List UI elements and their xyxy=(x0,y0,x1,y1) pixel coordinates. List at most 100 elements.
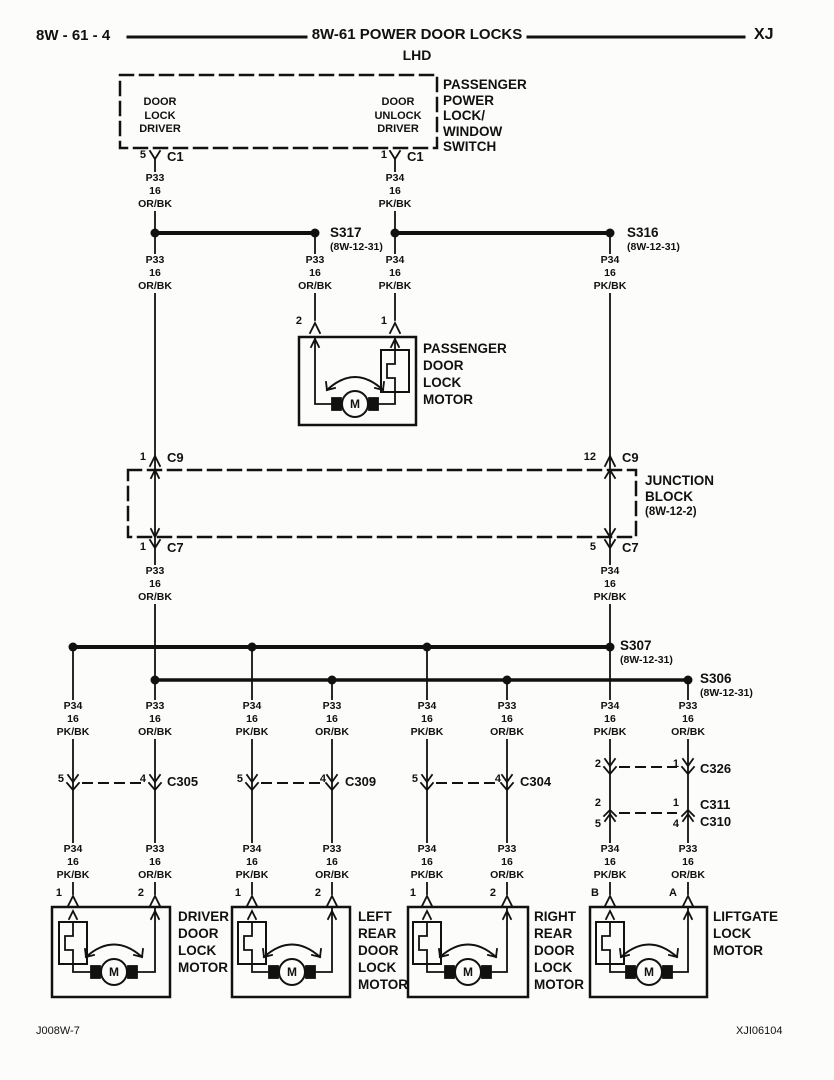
c304-pin-4: 4 xyxy=(494,773,501,785)
motor-m-labels: M M M M M xyxy=(109,397,654,979)
wire-label: P33 16 OR/BK xyxy=(135,172,175,211)
splice-s307: S307 (8W-12-31) xyxy=(620,638,673,666)
wire-label: P33 16 OR/BK xyxy=(668,700,708,739)
left-rear-motor-label: LEFT REAR DOOR LOCK MOTOR xyxy=(358,909,408,992)
c309-label: C309 xyxy=(345,774,377,789)
splice-ref: (8W-12-31) xyxy=(620,654,673,666)
c311-pin-2: 2 xyxy=(594,797,601,809)
c7-connector-label: C7 xyxy=(622,540,639,555)
c304-label: C304 xyxy=(520,774,552,789)
switch-name: PASSENGER POWER LOCK/ WINDOW SWITCH xyxy=(443,77,527,155)
c305-pin-5: 5 xyxy=(57,773,64,785)
wire-label: P33 16 OR/BK xyxy=(135,565,175,604)
wire-label: P34 16 PK/BK xyxy=(53,700,93,739)
c311-pin-1: 1 xyxy=(672,797,679,809)
driver-motor-pin-1: 1 xyxy=(55,887,62,899)
motor-m-label: M xyxy=(644,965,654,979)
c7-pin-5: 5 xyxy=(589,541,596,553)
c1-connector-label: C1 xyxy=(167,149,184,164)
c326-label: C326 xyxy=(700,761,732,776)
splice-name: S316 xyxy=(627,225,659,240)
right-rear-motor-label: RIGHT REAR DOOR LOCK MOTOR xyxy=(534,909,584,992)
liftgate-motor-pin-b: B xyxy=(591,887,599,899)
driver-motor-pin-2: 2 xyxy=(137,887,144,899)
wire-label: P33 16 OR/BK xyxy=(135,843,175,882)
right-rear-motor-pin-2: 2 xyxy=(489,887,496,899)
splice-s317: S317 (8W-12-31) xyxy=(330,225,383,253)
c9-pin-1: 1 xyxy=(139,451,146,463)
c9-pin-12: 12 xyxy=(583,451,596,463)
wire-label: P34 16 PK/BK xyxy=(407,843,447,882)
wire-label: P34 16 PK/BK xyxy=(232,700,272,739)
right-rear-motor-pin-1: 1 xyxy=(409,887,416,899)
c326-pin-1: 1 xyxy=(672,758,679,770)
passenger-motor-box xyxy=(297,335,418,427)
wire-label: P34 16 PK/BK xyxy=(53,843,93,882)
wire-label: P34 16 PK/BK xyxy=(375,254,415,293)
liftgate-motor-box xyxy=(588,905,709,999)
c1-pin-1: 1 xyxy=(380,149,387,161)
splice-s306: S306 (8W-12-31) xyxy=(700,671,753,699)
page-subtitle: LHD xyxy=(402,47,432,63)
liftgate-motor-label: LIFTGATE LOCK MOTOR xyxy=(713,909,778,958)
splice-s316: S316 (8W-12-31) xyxy=(627,225,680,253)
wire-label: P33 16 OR/BK xyxy=(668,843,708,882)
liftgate-connector-symbols xyxy=(602,757,696,823)
splice-name: S306 xyxy=(700,671,732,686)
c1-connector-symbols xyxy=(148,149,402,161)
c310-pin-5: 5 xyxy=(594,818,601,830)
wire-label: P34 16 PK/BK xyxy=(375,172,415,211)
motor-m-label: M xyxy=(463,965,473,979)
wire-label: P33 16 OR/BK xyxy=(135,254,175,293)
junction-block-ref: (8W-12-2) xyxy=(645,506,697,518)
switch-box-outline xyxy=(118,73,439,150)
c9-connector-label: C9 xyxy=(167,450,184,465)
left-rear-motor-box xyxy=(230,905,352,999)
wire-label: P34 16 PK/BK xyxy=(590,700,630,739)
connector-row-symbols xyxy=(65,773,515,792)
c1-connector-label: C1 xyxy=(407,149,424,164)
splice-name: S317 xyxy=(330,225,362,240)
passenger-motor-pin-2: 2 xyxy=(295,315,302,327)
wire-label: P33 16 OR/BK xyxy=(487,700,527,739)
c304-pin-5: 5 xyxy=(411,773,418,785)
page-ref: 8W - 61 - 4 xyxy=(36,27,111,44)
right-rear-motor-box xyxy=(406,905,530,999)
splice-buses xyxy=(71,231,690,682)
wire-label: P33 16 OR/BK xyxy=(487,843,527,882)
passenger-motor-label: PASSENGER DOOR LOCK MOTOR xyxy=(423,341,507,407)
motor-m-label: M xyxy=(350,397,360,411)
c309-pin-4: 4 xyxy=(319,773,326,785)
splice-ref: (8W-12-31) xyxy=(700,687,753,699)
motor-m-label: M xyxy=(287,965,297,979)
motor-m-label: M xyxy=(109,965,119,979)
c1-pin-5: 5 xyxy=(139,149,146,161)
junction-block-name: JUNCTION BLOCK xyxy=(645,473,715,504)
wire-label: P33 16 OR/BK xyxy=(312,700,352,739)
wire-label: P33 16 OR/BK xyxy=(295,254,335,293)
switch-function-unlock: DOOR UNLOCK DRIVER xyxy=(374,96,422,135)
page-title: 8W-61 POWER DOOR LOCKS xyxy=(311,26,523,43)
c310-label: C310 xyxy=(700,814,732,829)
junction-block-label: JUNCTION BLOCK (8W-12-2) xyxy=(645,473,714,519)
wire-label: P34 16 PK/BK xyxy=(590,843,630,882)
wire-label: P34 16 PK/BK xyxy=(590,565,630,604)
c305-label: C305 xyxy=(167,774,199,789)
c326-pin-2: 2 xyxy=(594,758,601,770)
c7-connector-label: C7 xyxy=(167,540,184,555)
driver-motor-box xyxy=(50,905,172,999)
liftgate-motor-pin-a: A xyxy=(669,887,677,899)
junction-block-symbols xyxy=(148,453,617,550)
junction-block-outline xyxy=(126,468,638,539)
c309-pin-5: 5 xyxy=(236,773,243,785)
footer-image-code: XJI06104 xyxy=(736,1025,783,1037)
c305-pin-4: 4 xyxy=(139,773,146,785)
passenger-motor-pin-1: 1 xyxy=(380,315,387,327)
footer-drawing-code: J008W-7 xyxy=(36,1025,80,1037)
c311-label: C311 xyxy=(700,797,731,812)
c7-pin-1: 1 xyxy=(139,541,146,553)
left-rear-motor-pin-1: 1 xyxy=(234,887,241,899)
c9-connector-label: C9 xyxy=(622,450,639,465)
splice-name: S307 xyxy=(620,638,652,653)
